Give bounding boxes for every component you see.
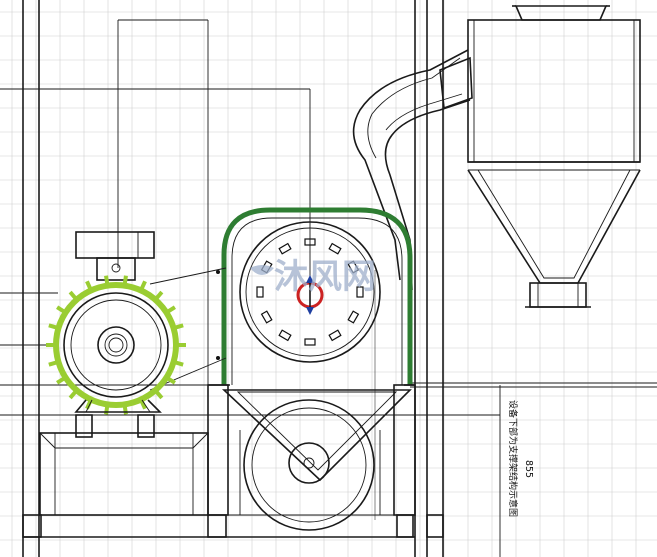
motor-cooling-fins (46, 275, 186, 415)
cooling-fin (155, 390, 164, 400)
watermark-text: 沐风网 (274, 257, 376, 297)
grinding-tooth (278, 329, 292, 342)
cooling-fin (48, 360, 58, 367)
cooling-fin (122, 406, 128, 415)
grinding-tooth (304, 338, 316, 346)
cooling-fin (56, 305, 65, 314)
cooling-fin (167, 305, 176, 314)
grinding-tooth (356, 286, 364, 298)
grinding-tooth (328, 242, 342, 255)
grinding-tooth (260, 310, 273, 324)
cooling-fin (122, 275, 128, 284)
cooling-fin (139, 280, 147, 290)
grinding-tooth (347, 260, 360, 274)
cooling-fin (48, 323, 58, 330)
cooling-fin (68, 390, 77, 400)
grinding-tooth (347, 310, 360, 324)
cooling-fin (85, 280, 93, 290)
motor-base (22, 414, 415, 538)
cooling-fin (104, 406, 110, 415)
cooling-fin (56, 376, 65, 385)
mill-guard (208, 207, 415, 386)
annotation: 855 设备下部为支撑架结构示意图 (507, 400, 534, 517)
cooling-fin (174, 323, 184, 330)
grinding-tooth (328, 329, 342, 342)
cooling-fin (85, 400, 93, 410)
hopper (467, 5, 641, 308)
cooling-fin (68, 290, 77, 300)
cooling-fin (139, 400, 147, 410)
motor (46, 231, 186, 415)
watermark: 沐风网 (250, 257, 376, 297)
grinding-tooth (278, 242, 292, 255)
vertical-note: 设备下部为支撑架结构示意图 (507, 400, 519, 517)
cooling-fin (167, 376, 176, 385)
grinding-chamber (239, 221, 381, 363)
discharge-section (207, 384, 444, 538)
grinding-tooth (304, 238, 316, 246)
grinding-tooth (256, 286, 264, 298)
dimension-label: 855 (523, 460, 534, 478)
cooling-fin (155, 290, 164, 300)
cooling-fin (174, 360, 184, 367)
conveying-duct (352, 49, 473, 291)
cooling-fin (104, 275, 110, 284)
